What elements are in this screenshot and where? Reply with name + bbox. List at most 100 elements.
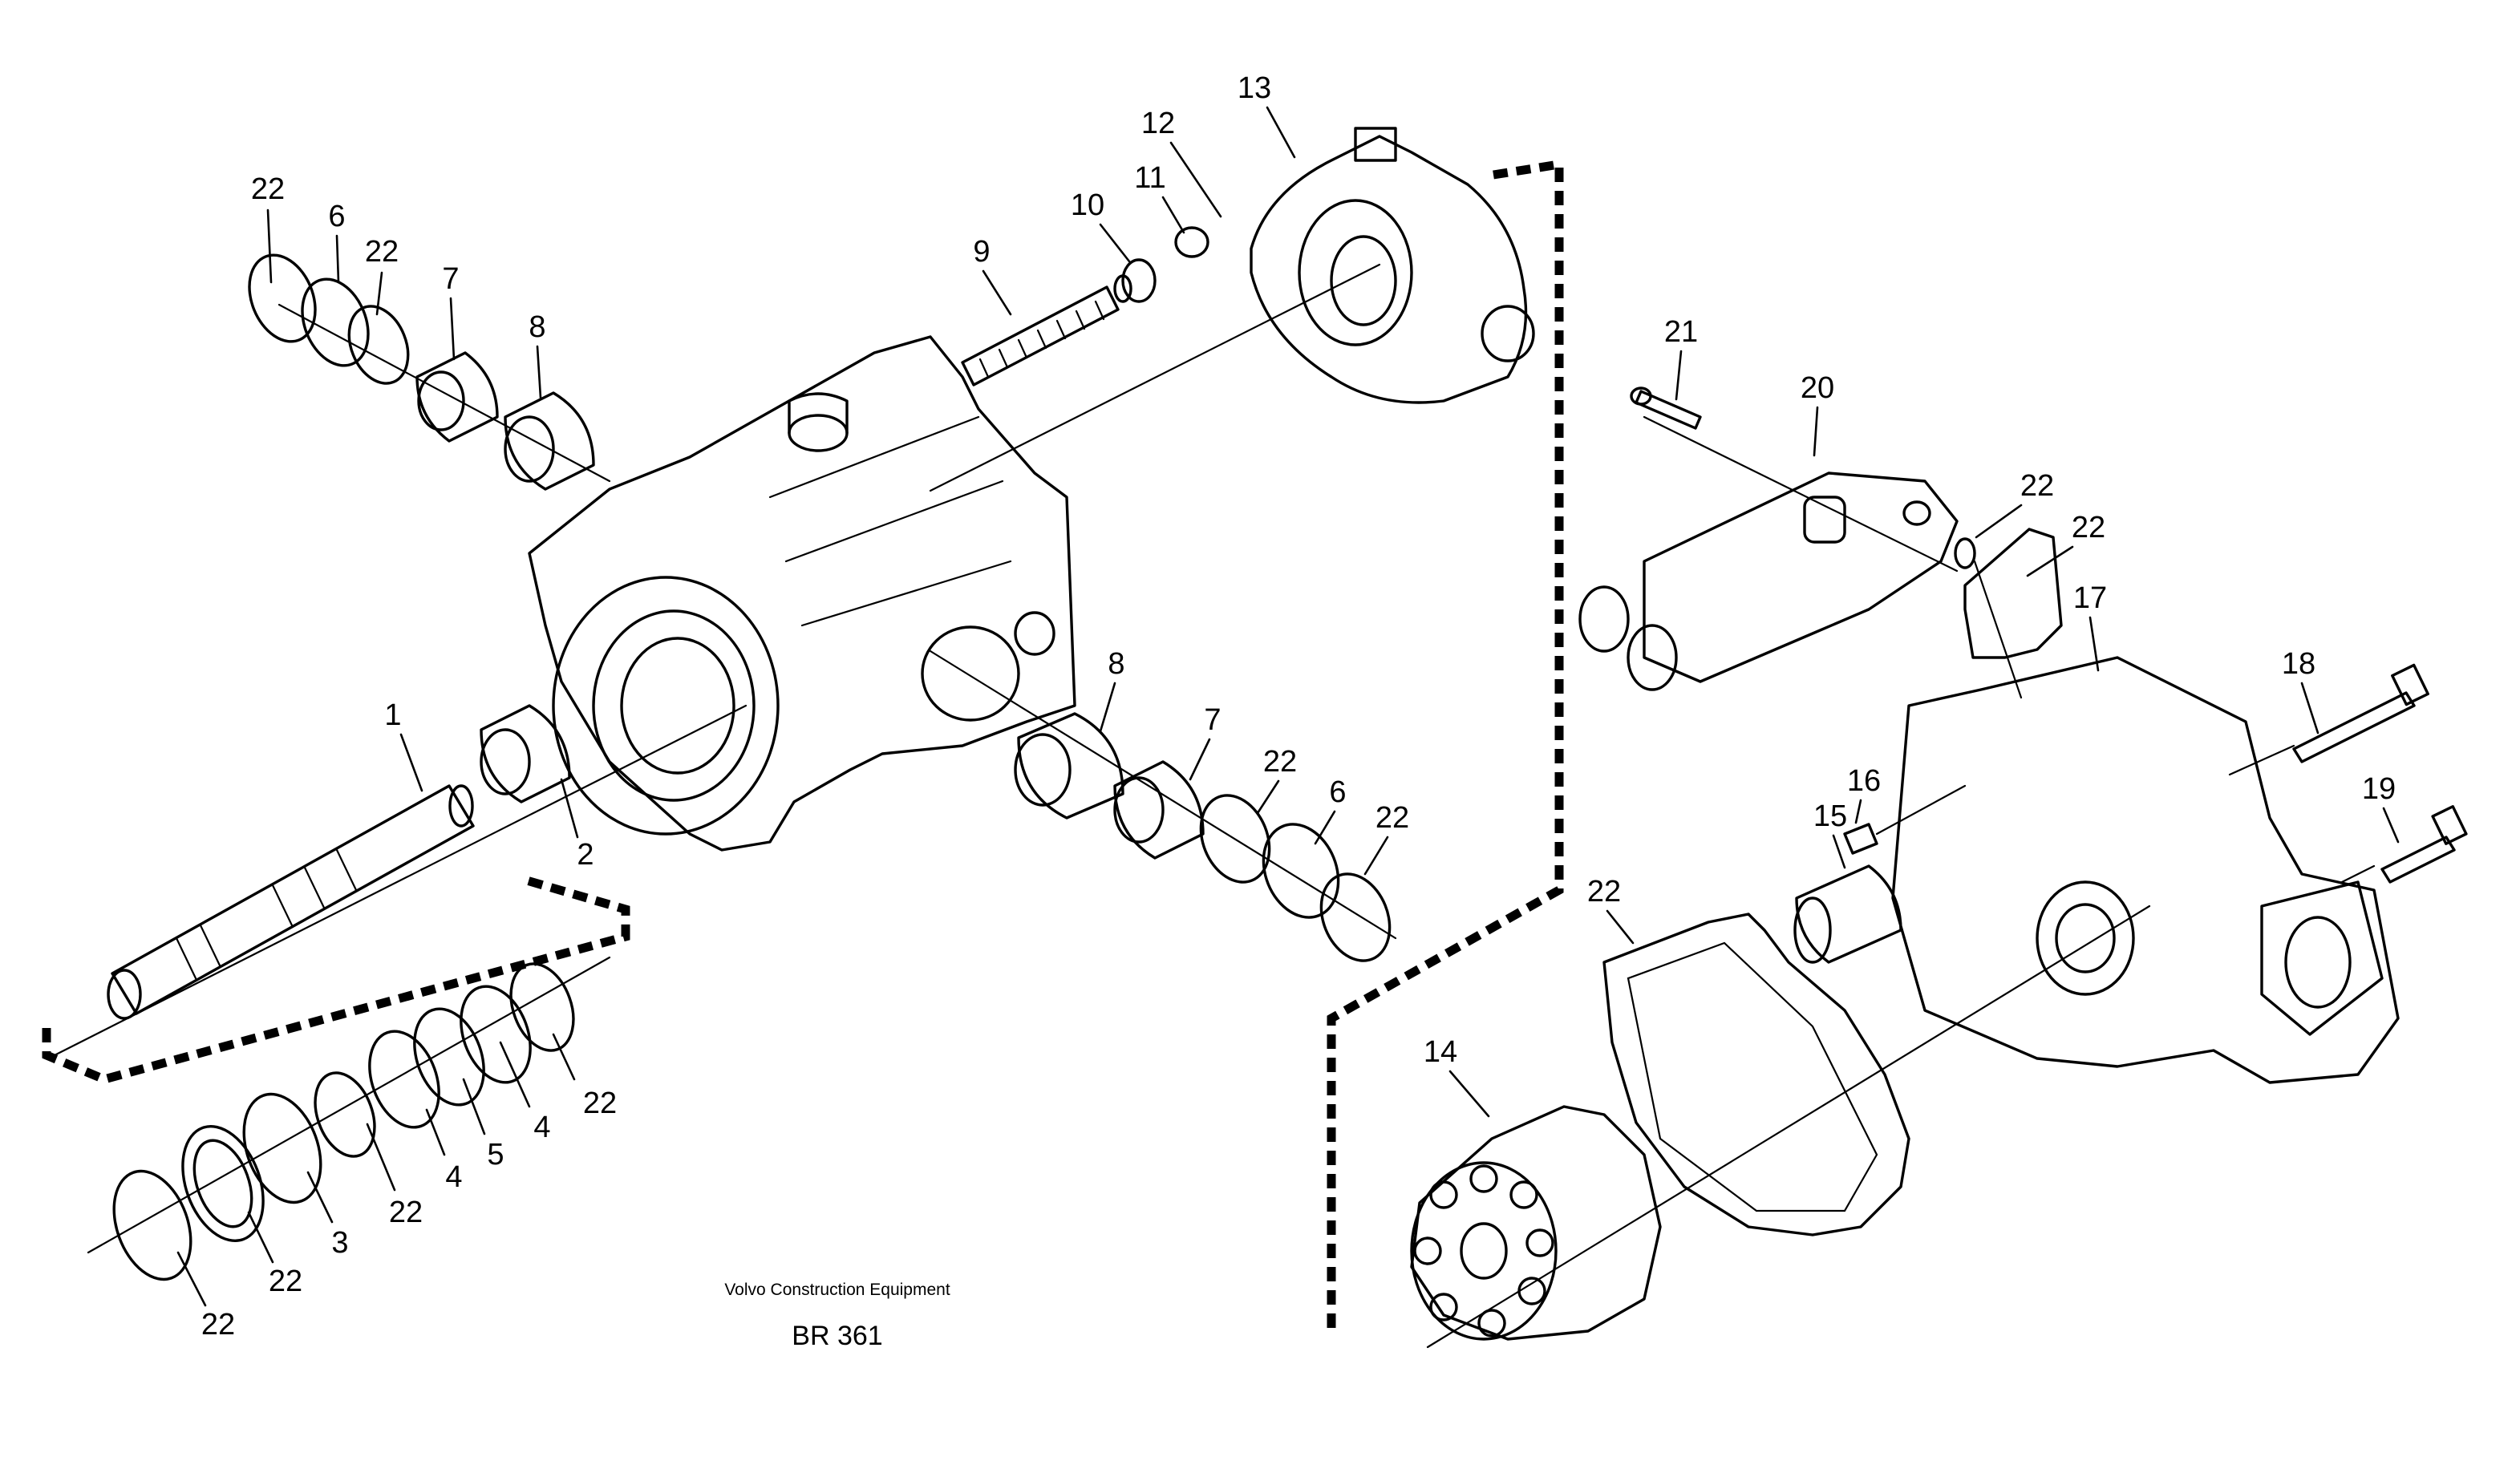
callout-c-22-b: 22 xyxy=(365,235,399,316)
figure-id: BR 361 xyxy=(792,1321,883,1351)
item-15-sleeve xyxy=(1793,864,1902,964)
callout-leader-line xyxy=(1099,682,1116,733)
callout-number: 3 xyxy=(331,1226,348,1260)
callout-number: 19 xyxy=(2362,772,2396,806)
callout-c-22-h: 22 xyxy=(176,1251,235,1342)
callout-number: 10 xyxy=(1071,188,1104,222)
callout-leader-line xyxy=(176,1251,207,1307)
callout-c-22-k: 22 xyxy=(1587,875,1635,945)
callout-leader-line xyxy=(1675,350,1683,401)
callout-leader-line xyxy=(1363,836,1389,876)
callout-c-11: 11 xyxy=(1134,161,1185,234)
callout-leader-line xyxy=(536,345,542,399)
callout-number: 22 xyxy=(269,1265,302,1298)
callout-c-22-d: 22 xyxy=(1363,801,1409,876)
callout-leader-line xyxy=(1854,799,1862,824)
callout-leader-line xyxy=(1099,223,1131,263)
callout-c-22-c: 22 xyxy=(1256,745,1297,815)
callout-c-22-a: 22 xyxy=(251,172,285,284)
callout-c-13: 13 xyxy=(1238,71,1296,159)
callout-c-8-b: 8 xyxy=(1099,647,1125,733)
callout-number: 22 xyxy=(1587,875,1621,909)
assembly-axis-lines xyxy=(47,263,2376,1349)
callout-number: 1 xyxy=(384,698,401,732)
item-13-cover xyxy=(1250,127,1535,404)
callout-leader-line xyxy=(306,1171,334,1224)
item-18-bolt xyxy=(2292,663,2429,763)
callout-number: 16 xyxy=(1847,764,1881,798)
callout-number: 22 xyxy=(2020,469,2054,503)
callout-leader-line xyxy=(2026,545,2074,577)
callout-c-17: 17 xyxy=(2073,581,2107,672)
callout-c-22-j: 22 xyxy=(2026,511,2105,577)
item-21-screw xyxy=(1630,386,1702,430)
callout-number: 2 xyxy=(577,838,594,872)
callout-number: 8 xyxy=(1108,647,1124,681)
callout-number: 22 xyxy=(2072,511,2105,544)
item-11-ball xyxy=(1174,226,1209,258)
callout-number: 8 xyxy=(529,310,545,344)
callout-c-16: 16 xyxy=(1847,764,1881,824)
callout-number: 14 xyxy=(1424,1035,1457,1069)
callout-c-15: 15 xyxy=(1813,799,1847,869)
callout-leader-line xyxy=(1813,406,1819,457)
shaft-ring-stack xyxy=(112,962,575,1281)
callout-number: 4 xyxy=(445,1160,462,1194)
callout-number: 12 xyxy=(1141,107,1175,140)
callout-number: 20 xyxy=(1801,371,1834,405)
callout-leader-line xyxy=(1266,106,1296,159)
callout-number: 22 xyxy=(389,1196,423,1229)
callout-leader-line xyxy=(462,1078,486,1135)
callout-number: 9 xyxy=(973,235,990,269)
callout-number: 22 xyxy=(251,172,285,206)
item-22-large-gasket xyxy=(1602,913,1910,1236)
callout-c-8-a: 8 xyxy=(529,310,546,399)
callout-c-22-i: 22 xyxy=(1975,469,2054,539)
item-14-cylinder-block xyxy=(1410,1105,1662,1341)
callout-c-19: 19 xyxy=(2362,772,2400,844)
callout-leader-line xyxy=(1169,141,1222,218)
callout-leader-line xyxy=(399,733,423,792)
callout-c-22-f: 22 xyxy=(366,1123,423,1229)
callout-leader-line xyxy=(1606,909,1635,945)
item-10-plunger xyxy=(1113,258,1157,303)
publisher-caption: Volvo Construction Equipment xyxy=(724,1281,950,1299)
callout-leader-line xyxy=(2089,616,2100,672)
callout-c-3: 3 xyxy=(306,1171,349,1260)
callout-number: 22 xyxy=(201,1308,235,1342)
callout-c-4-b: 4 xyxy=(425,1108,463,1194)
callout-c-4-a: 4 xyxy=(499,1041,551,1144)
dashed-group-boundary-shaft xyxy=(42,874,630,1084)
callout-c-5: 5 xyxy=(462,1078,504,1172)
item-2-bearing xyxy=(480,704,571,803)
callout-c-12: 12 xyxy=(1141,107,1222,218)
callout-leader-line xyxy=(1975,504,2023,539)
valve-gaskets xyxy=(1954,528,2063,659)
callout-c-21: 21 xyxy=(1664,315,1698,401)
callout-labels: 2262278910111213128722622224542232222212… xyxy=(176,71,2400,1342)
callout-c-6-b: 6 xyxy=(1314,775,1347,845)
callout-leader-line xyxy=(1189,738,1211,781)
callout-leader-line xyxy=(366,1123,396,1192)
callout-c-7-a: 7 xyxy=(442,262,460,361)
callout-leader-line xyxy=(1161,196,1185,234)
callout-number: 22 xyxy=(1375,801,1409,835)
callout-number: 11 xyxy=(1134,161,1165,195)
callout-leader-line xyxy=(335,234,340,284)
callout-c-2: 2 xyxy=(560,778,594,872)
callout-leader-line xyxy=(425,1108,446,1156)
upper-ring-stack xyxy=(248,253,595,491)
callout-number: 6 xyxy=(328,200,345,233)
callout-number: 6 xyxy=(1329,775,1346,809)
callout-leader-line xyxy=(1448,1070,1490,1118)
dashed-group-boundary-right xyxy=(1327,159,1564,1331)
callout-c-6-a: 6 xyxy=(328,200,346,284)
callout-leader-line xyxy=(982,269,1012,316)
callout-number: 22 xyxy=(583,1087,617,1120)
callout-c-20: 20 xyxy=(1801,371,1834,457)
callout-number: 17 xyxy=(2073,581,2107,615)
item-1-drive-shaft xyxy=(107,784,475,1020)
callout-number: 22 xyxy=(1263,745,1297,779)
callout-leader-line xyxy=(247,1211,274,1264)
